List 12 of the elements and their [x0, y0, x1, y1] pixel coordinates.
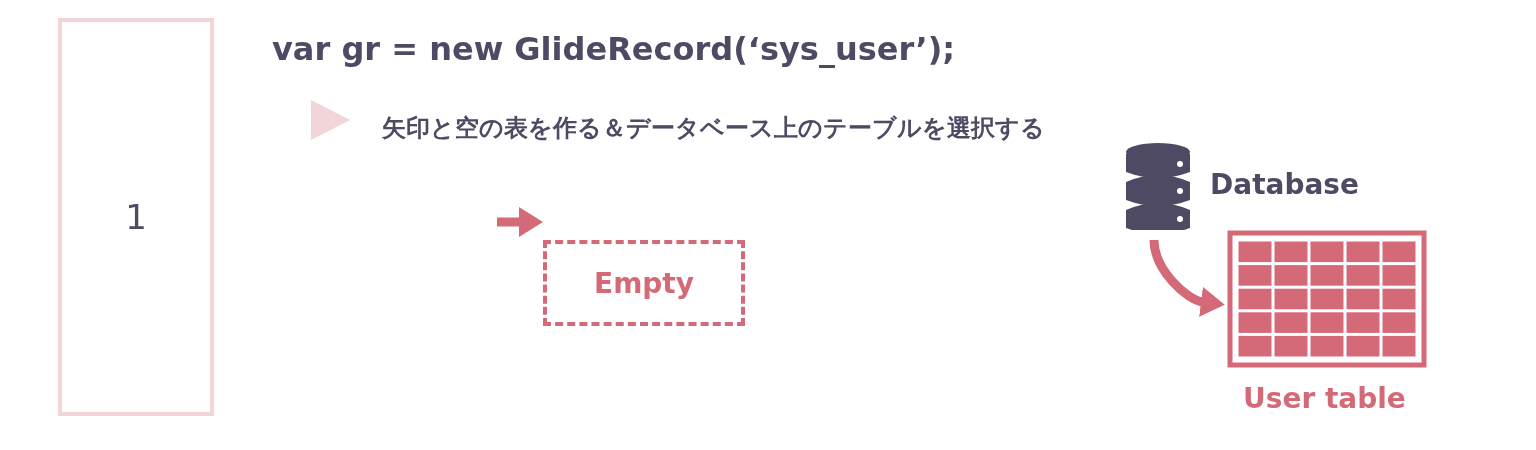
step-number: 1 [125, 197, 147, 237]
database-label: Database [1210, 168, 1359, 201]
empty-table-box [543, 240, 745, 326]
table-grid-icon [1227, 230, 1427, 368]
step-number-panel [58, 18, 214, 416]
arrow [497, 207, 543, 237]
arrow [1149, 239, 1225, 317]
box-label: Empty [594, 266, 694, 300]
table-caption: User table [1243, 382, 1406, 415]
step-description: 矢印と空の表を作る＆データベース上のテーブルを選択する [382, 113, 1045, 144]
code-line: var gr = new GlideRecord(‘sys_user’); [272, 30, 956, 68]
database-icon [1124, 140, 1192, 230]
